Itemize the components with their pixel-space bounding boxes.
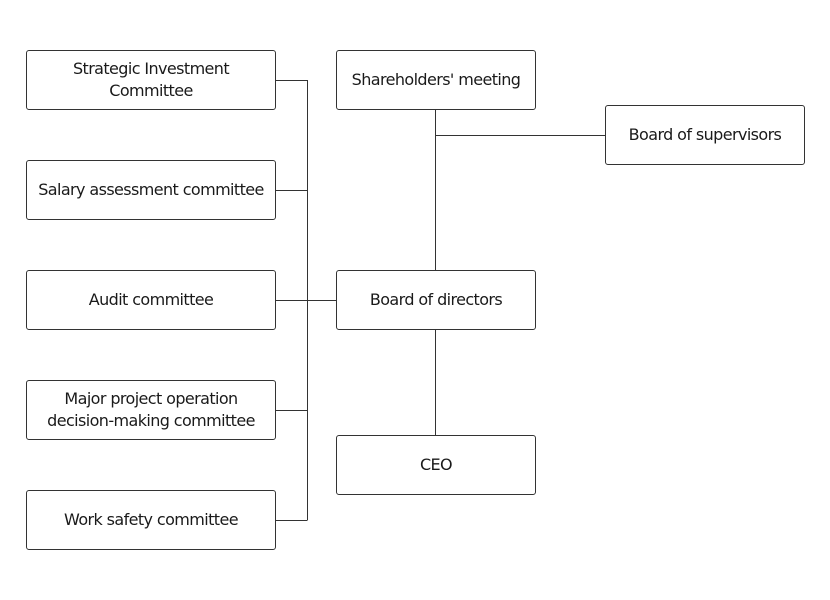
board-of-directors-label: Board of directors <box>369 290 503 309</box>
major-project-label-line1: Major project operation <box>64 389 238 408</box>
salary-assessment-committee-label: Salary assessment committee <box>38 180 264 199</box>
work-safety-committee-box: Work safety committee <box>26 490 276 550</box>
major-project-label-line2: decision-making committee <box>47 411 255 430</box>
salary-assessment-committee-box: Salary assessment committee <box>26 160 276 220</box>
work-safety-committee-label: Work safety committee <box>64 510 238 529</box>
strategic-investment-committee-box: Strategic Investment Committee <box>26 50 276 110</box>
audit-committee-label: Audit committee <box>88 290 214 309</box>
ceo-box: CEO <box>336 435 536 495</box>
shareholders-meeting-box: Shareholders' meeting <box>336 50 536 110</box>
major-project-committee-box: Major project operation decision-making … <box>26 380 276 440</box>
board-of-supervisors-box: Board of supervisors <box>605 105 805 165</box>
board-of-directors-box: Board of directors <box>336 270 536 330</box>
strategic-investment-committee-label: Strategic Investment Committee <box>72 59 230 100</box>
audit-committee-box: Audit committee <box>26 270 276 330</box>
major-project-committee-label: Major project operation decision-making … <box>47 388 255 432</box>
ceo-label: CEO <box>419 455 453 474</box>
shareholders-meeting-label: Shareholders' meeting <box>351 70 521 89</box>
board-of-supervisors-label: Board of supervisors <box>628 125 782 144</box>
